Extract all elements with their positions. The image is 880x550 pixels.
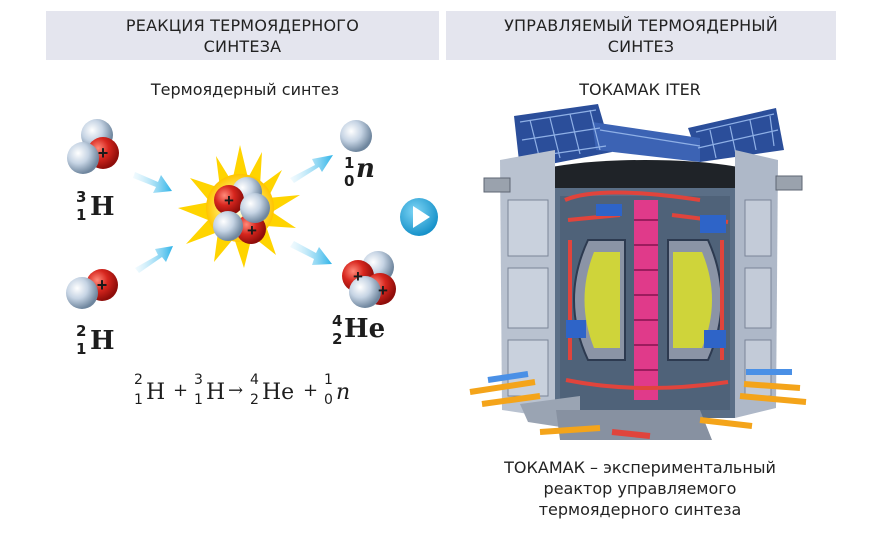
tokamak-description-line2: реактор управляемого — [543, 479, 737, 498]
neutron-number: 0 — [344, 172, 355, 190]
fusion-equation: 2 1 H + 3 1 H → 4 2 He + 1 0 n — [128, 372, 368, 418]
header-controlled-fusion: УПРАВЛЯЕМЫЙ ТЕРМОЯДЕРНЫЙ СИНТЕЗ — [446, 11, 836, 60]
header-reaction-line2: СИНТЕЗА — [203, 36, 282, 56]
helium-symbol: He — [344, 314, 386, 344]
eq-plus-1: + — [173, 380, 189, 401]
plus-sign: + — [224, 191, 234, 210]
tokamak-description-line3: термоядерного синтеза — [538, 500, 742, 519]
helium-nucleus: + + — [342, 251, 396, 308]
header-reaction: РЕАКЦИЯ ТЕРМОЯДЕРНОГО СИНТЕЗА — [46, 11, 439, 60]
play-icon — [413, 206, 430, 228]
arrow-in-top — [133, 172, 172, 193]
plus-sign: + — [98, 143, 109, 163]
helium-label: 4 2 He — [330, 310, 400, 350]
neutron-label: 1 0 n — [338, 154, 388, 194]
helium-number: 2 — [332, 330, 343, 348]
play-button[interactable] — [400, 198, 438, 236]
plus-sign: + — [353, 267, 363, 286]
tritium-number: 1 — [76, 206, 87, 224]
plus-sign: + — [97, 275, 108, 295]
helium-mass: 4 — [332, 312, 343, 330]
fusion-burst: + + — [178, 145, 300, 268]
arrow-out-top — [290, 155, 333, 183]
eq-deuterium-mass: 2 — [134, 372, 143, 388]
eq-deuterium-symbol: H — [146, 380, 166, 405]
eq-deuterium-number: 1 — [134, 392, 143, 408]
eq-neutron-number: 0 — [324, 392, 333, 408]
eq-tritium-symbol: H — [206, 380, 226, 405]
tritium-symbol: H — [90, 192, 115, 222]
tritium-mass: 3 — [76, 188, 87, 206]
eq-neutron-mass: 1 — [324, 372, 333, 388]
deuterium-nucleus: + — [66, 269, 118, 309]
tritium-label: 3 1 H — [68, 188, 128, 228]
eq-helium-mass: 4 — [250, 372, 259, 388]
eq-plus-2: + — [303, 380, 319, 401]
tokamak-illustration — [469, 104, 807, 440]
deuterium-symbol: H — [90, 326, 115, 356]
neutron-symbol: n — [356, 154, 375, 184]
eq-neutron-symbol: n — [336, 380, 351, 405]
deuterium-mass: 2 — [76, 322, 87, 340]
arrow-in-bottom — [135, 246, 173, 273]
eq-tritium-mass: 3 — [194, 372, 203, 388]
eq-tritium-number: 1 — [194, 392, 203, 408]
header-controlled-line2: СИНТЕЗ — [607, 36, 675, 56]
neutron-mass: 1 — [344, 154, 355, 172]
eq-helium-number: 2 — [250, 392, 259, 408]
eq-helium-symbol: He — [262, 380, 295, 405]
fusion-caption: Термоядерный синтез — [150, 80, 340, 99]
arrow-out-bottom — [290, 241, 332, 265]
eq-arrow: → — [228, 380, 244, 401]
header-controlled-line1: УПРАВЛЯЕМЫЙ ТЕРМОЯДЕРНЫЙ — [504, 15, 778, 35]
tokamak-caption: ТОКАМАК ITER — [579, 80, 701, 99]
plus-sign: + — [378, 281, 388, 300]
deuterium-label: 2 1 H — [68, 322, 128, 362]
neutron-particle — [340, 120, 372, 152]
plus-sign: + — [247, 221, 257, 240]
tokamak-description-line1: ТОКАМАК – экспериментальный — [504, 458, 776, 477]
tokamak-description: ТОКАМАК – экспериментальный реактор упра… — [470, 457, 810, 520]
tritium-nucleus: + — [67, 119, 119, 174]
header-reaction-line1: РЕАКЦИЯ ТЕРМОЯДЕРНОГО — [125, 15, 360, 35]
deuterium-number: 1 — [76, 340, 87, 358]
